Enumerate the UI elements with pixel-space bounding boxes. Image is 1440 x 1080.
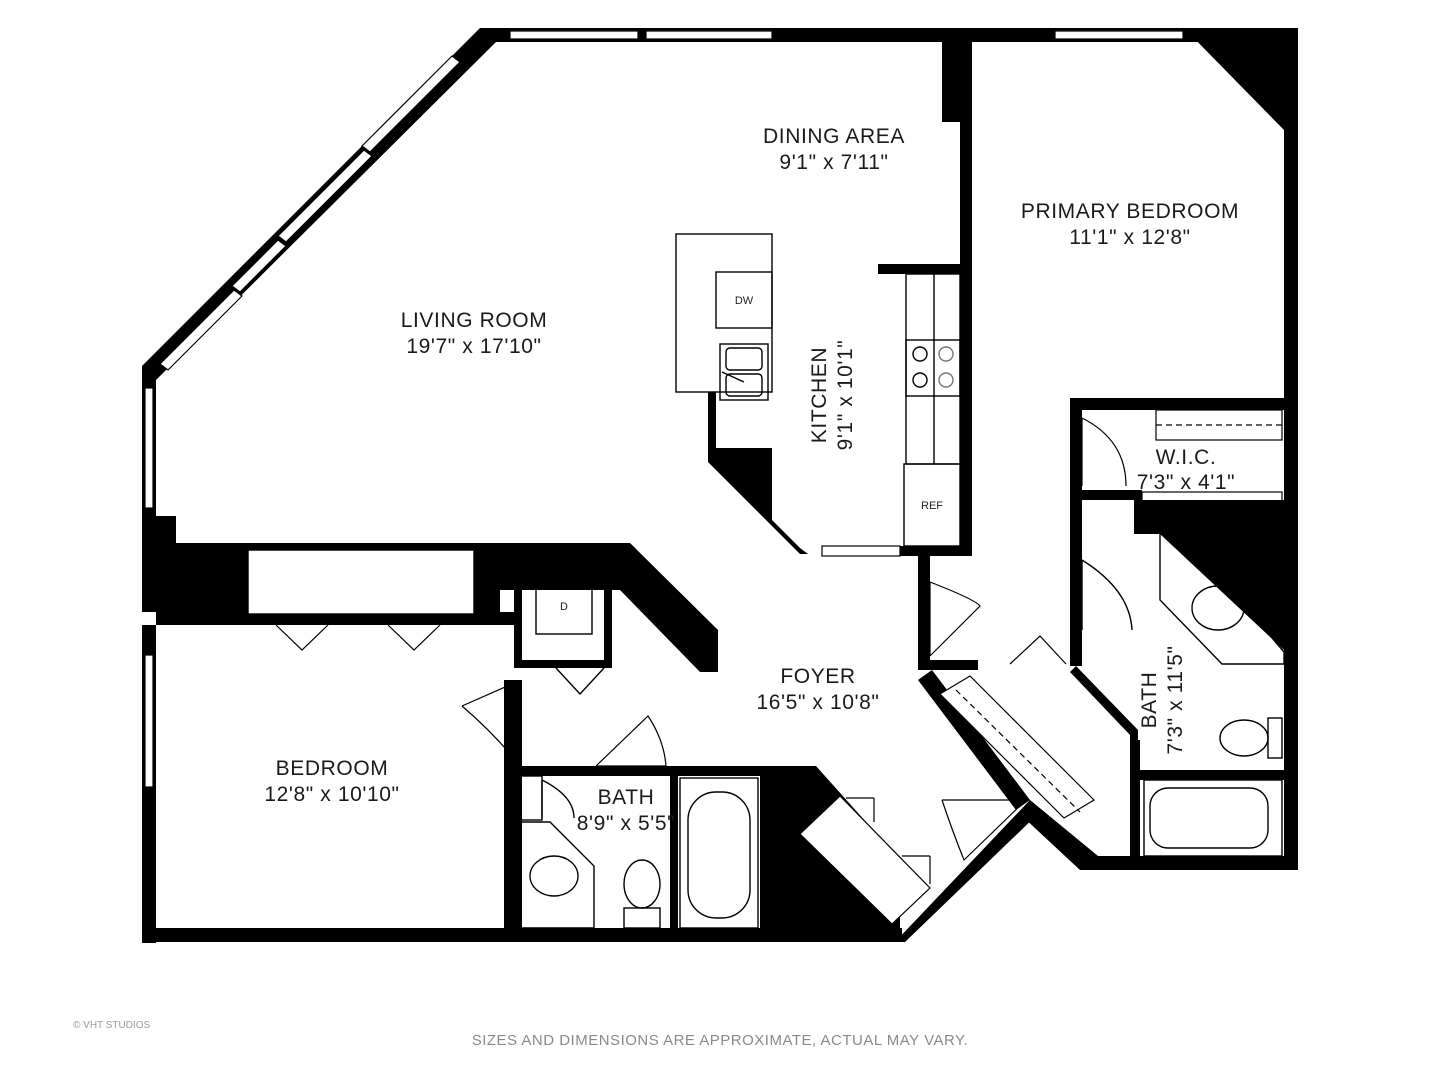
interior-walls	[504, 42, 1284, 942]
bath-fixtures	[513, 775, 759, 929]
bath-name: BATH	[598, 786, 655, 809]
kitchen-dims: 9'1" x 10'1"	[834, 340, 857, 451]
foyer-name: FOYER	[780, 665, 855, 688]
primary-bath-fixtures	[1081, 533, 1285, 857]
dryer-label: D	[560, 601, 568, 613]
bedroom-dims: 12'8" x 10'10"	[264, 783, 399, 806]
primary-bath-name: BATH	[1138, 672, 1161, 729]
bedroom-name: BEDROOM	[276, 757, 389, 780]
living-room-dims: 19'7" x 17'10"	[406, 335, 541, 358]
foyer-dims: 16'5" x 10'8"	[757, 691, 880, 714]
refrigerator-label: REF	[921, 500, 943, 512]
laundry	[535, 577, 605, 696]
dishwasher-label: DW	[735, 295, 754, 307]
wic-name: W.I.C.	[1156, 446, 1217, 469]
primary-bedroom-dims: 11'1" x 12'8"	[1069, 226, 1190, 249]
primary-bedroom-name: PRIMARY BEDROOM	[1021, 200, 1239, 223]
kitchen-island	[675, 233, 773, 401]
windows	[144, 30, 1184, 788]
bedroom-closet	[247, 549, 475, 651]
disclaimer-text: SIZES AND DIMENSIONS ARE APPROXIMATE, AC…	[471, 1032, 969, 1049]
living-room-name: LIVING ROOM	[401, 309, 548, 332]
bath-dims: 8'9" x 5'5"	[577, 812, 675, 835]
wic-shelves	[1081, 409, 1283, 523]
dining-area-dims: 9'1" x 7'11"	[779, 151, 888, 174]
kitchen-counter	[903, 273, 961, 547]
wic-dims: 7'3" x 4'1"	[1137, 471, 1235, 494]
kitchen-name: KITCHEN	[808, 347, 831, 443]
primary-bath-dims: 7'3" x 11'5"	[1164, 645, 1187, 754]
doors	[461, 545, 1095, 925]
dining-area-name: DINING AREA	[763, 125, 905, 148]
copyright-text: © VHT STUDIOS	[73, 1020, 151, 1031]
